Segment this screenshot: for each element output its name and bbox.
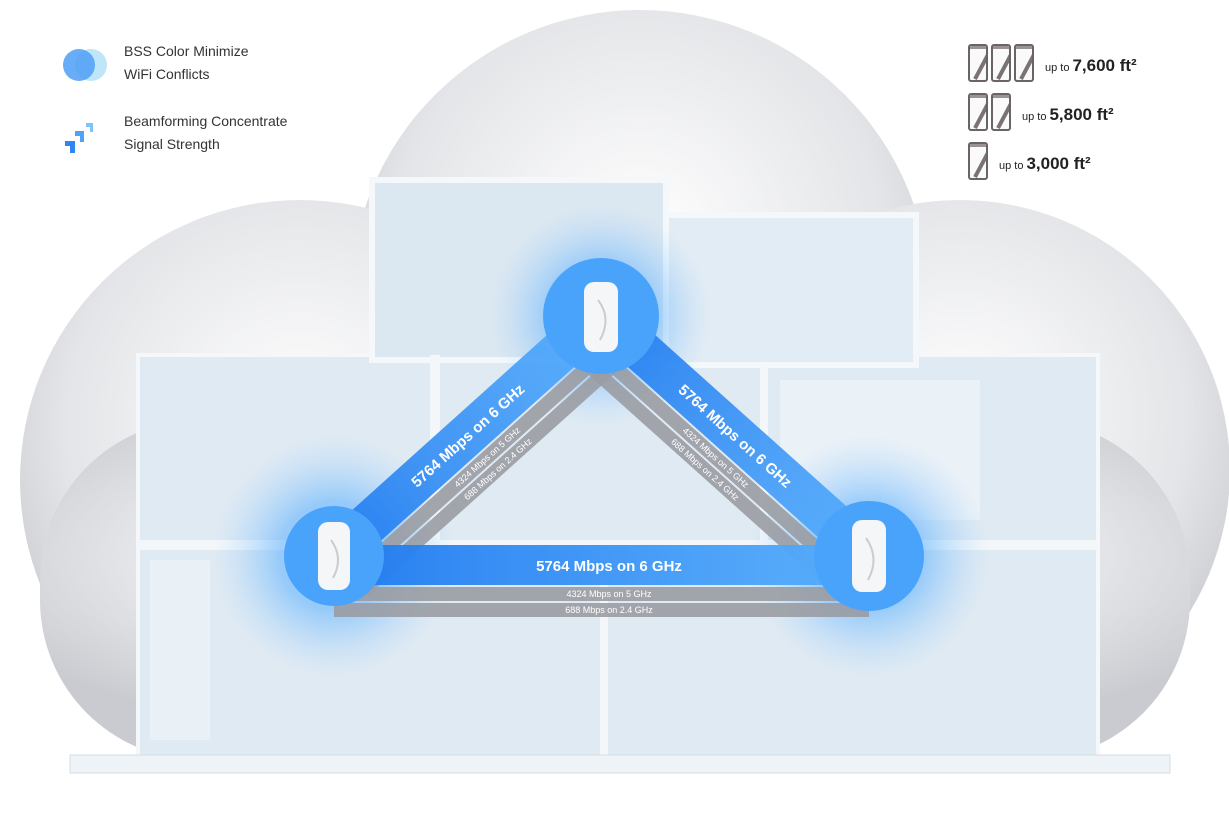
router-icon <box>852 520 886 592</box>
deco-unit-icon <box>991 93 1011 131</box>
band-5ghz <box>334 587 869 601</box>
coverage-prefix: up to <box>1045 62 1070 74</box>
coverage-list: up to 7,600 ft² up to 5,800 ft² up to 3,… <box>968 40 1137 187</box>
band-24ghz <box>359 344 636 595</box>
mesh-node-top <box>543 258 659 374</box>
deco-unit-icon <box>968 142 988 180</box>
coverage-1-pack: up to 3,000 ft² <box>968 138 1137 180</box>
mesh-node-left <box>284 506 384 606</box>
deco-unit-icon <box>991 44 1011 82</box>
band-6ghz <box>587 299 884 572</box>
label-6ghz: 5764 Mbps on 6 GHz <box>536 558 682 575</box>
band-24ghz <box>334 603 869 617</box>
band-5ghz <box>576 332 855 584</box>
band-6ghz <box>334 545 869 585</box>
coverage-3-pack: up to 7,600 ft² <box>968 40 1137 82</box>
band-5ghz <box>348 332 626 583</box>
beamforming-icon <box>65 123 93 153</box>
mesh-node-right <box>814 501 924 611</box>
bss-color-circles-icon <box>63 49 107 81</box>
router-icon <box>318 522 350 590</box>
deco-unit-icon <box>968 93 988 131</box>
feature-subtitle: Signal Strength <box>124 136 220 152</box>
label-5ghz: 4324 Mbps on 5 GHz <box>566 589 652 599</box>
coverage-prefix: up to <box>999 160 1024 172</box>
coverage-prefix: up to <box>1022 111 1047 123</box>
coverage-area: 3,000 ft² <box>1026 154 1091 173</box>
link-top-right: 5764 Mbps on 6 GHz 4324 Mbps on 5 GHz 68… <box>566 299 884 595</box>
feature-title: Beamforming Concentrate <box>124 113 288 129</box>
coverage-area: 7,600 ft² <box>1072 56 1137 75</box>
coverage-area: 5,800 ft² <box>1049 105 1114 124</box>
coverage-2-pack: up to 5,800 ft² <box>968 89 1137 131</box>
router-icon <box>584 282 618 352</box>
feature-subtitle: WiFi Conflicts <box>124 66 210 82</box>
feature-title: BSS Color Minimize <box>124 43 249 59</box>
deco-unit-icon <box>1014 44 1034 82</box>
band-24ghz <box>566 344 844 595</box>
label-24ghz: 688 Mbps on 2.4 GHz <box>565 605 653 615</box>
deco-unit-icon <box>968 44 988 82</box>
link-left-right: 5764 Mbps on 6 GHz 4324 Mbps on 5 GHz 68… <box>334 545 869 617</box>
band-6ghz <box>319 299 615 571</box>
